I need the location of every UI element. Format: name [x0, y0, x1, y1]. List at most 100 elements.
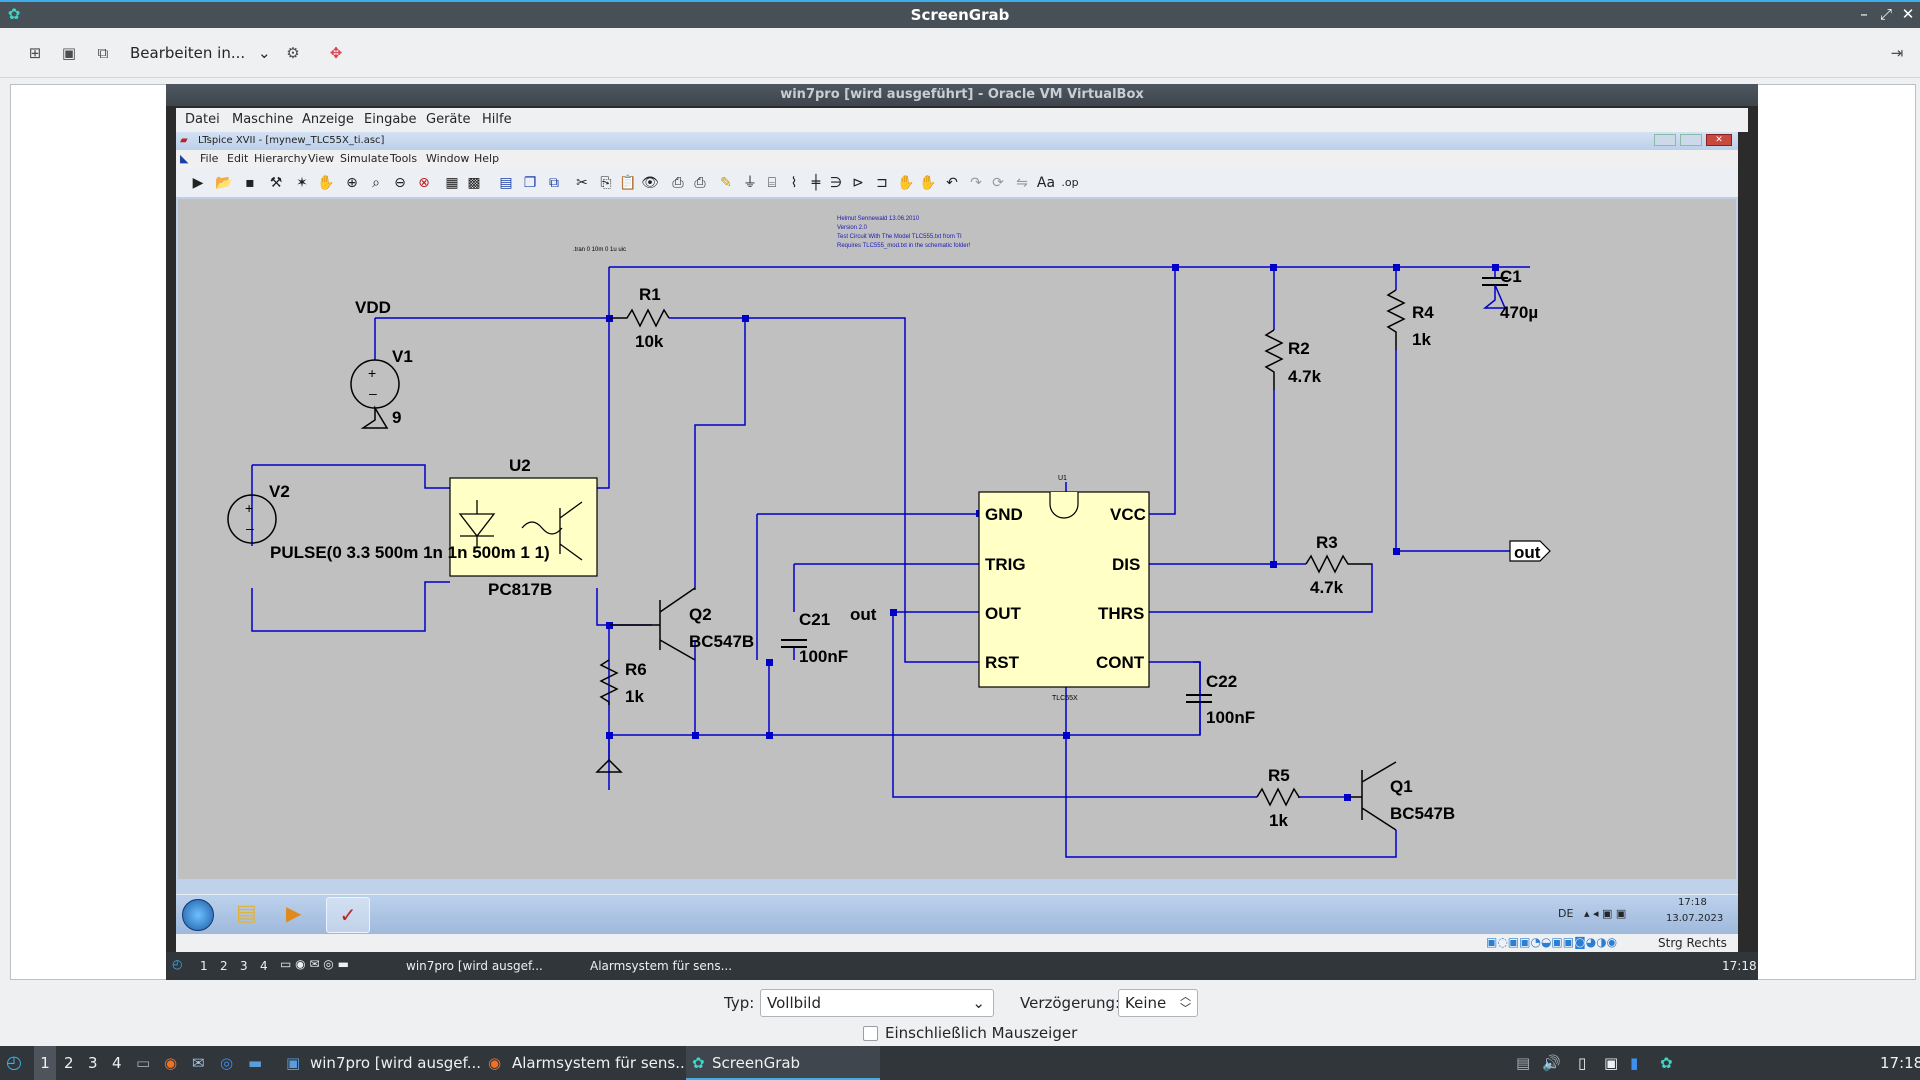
zoom-out-icon[interactable]: ⊖	[394, 175, 406, 191]
exit-icon[interactable]: ⇥	[1890, 44, 1904, 62]
copy-icon[interactable]: ⧉	[97, 44, 109, 62]
media-player-icon[interactable]: ▶	[286, 901, 302, 925]
maximize-icon[interactable]: ⤢	[1879, 5, 1892, 23]
schematic-canvas[interactable]: +– +– GND TRIG OUT RST VCC DIS THRS CONT…	[178, 199, 1736, 879]
menu-help[interactable]: Help	[474, 152, 500, 165]
menu-eingabe[interactable]: Eingabe	[364, 112, 417, 127]
paste-icon[interactable]: 📋	[619, 175, 637, 191]
close-icon[interactable]: ✕	[1901, 5, 1915, 23]
mirror-icon[interactable]: ⇋	[1016, 175, 1028, 191]
workspace-4[interactable]: 4	[112, 1054, 122, 1072]
copy-icon[interactable]: ⎘	[600, 175, 612, 191]
ltspice-maximize-button[interactable]	[1680, 134, 1702, 146]
cut-icon[interactable]: ✂	[576, 175, 588, 191]
ltspice-doc-icon: ◣	[180, 152, 189, 165]
save-icon[interactable]: ▣	[61, 44, 77, 62]
network-tray-icon[interactable]: ▮	[1630, 1054, 1639, 1072]
drag-icon[interactable]: ✋	[919, 175, 937, 191]
spice-directive-icon[interactable]: .op	[1061, 176, 1079, 189]
redo-icon[interactable]: ↷	[970, 175, 982, 191]
spin-down-icon[interactable]: ﹀	[1180, 1002, 1191, 1015]
minimize-icon[interactable]: –	[1860, 5, 1868, 23]
app-menu-icon[interactable]: ◴	[6, 1052, 22, 1073]
cascade-icon[interactable]: ❐	[523, 175, 537, 191]
ltspice-close-button[interactable]: ✕	[1706, 134, 1732, 146]
autorange-icon[interactable]: ▦	[445, 175, 459, 191]
help-lifebuoy-icon[interactable]: ✥	[329, 44, 343, 62]
menu-datei[interactable]: Datei	[185, 112, 220, 127]
workspace-3[interactable]: 3	[88, 1054, 98, 1072]
zoom-fit-icon[interactable]: ⊗	[418, 175, 430, 191]
print-preview-icon[interactable]: ⎙	[672, 175, 684, 191]
ltspice-task-icon[interactable]: ✓	[326, 897, 370, 933]
menu-hierarchy[interactable]: Hierarchy	[254, 152, 308, 165]
label-net-icon[interactable]: ⌸	[767, 175, 777, 191]
menu-file[interactable]: File	[200, 152, 219, 165]
terminal-icon[interactable]: ▬	[248, 1054, 263, 1072]
spin-up-icon[interactable]: ︿	[1180, 990, 1191, 1003]
control-panel-icon[interactable]: ⚒	[269, 175, 283, 191]
find-icon[interactable]: 👁	[641, 175, 659, 191]
menu-simulate[interactable]: Simulate	[340, 152, 389, 165]
open-icon[interactable]: 📂	[215, 175, 233, 191]
clipboard-tray-icon[interactable]: ▤	[1516, 1054, 1531, 1072]
move-icon[interactable]: ✋	[897, 175, 915, 191]
settings-gear-icon[interactable]: ⚙	[286, 44, 300, 62]
menu-window[interactable]: Window	[426, 152, 470, 165]
run-icon[interactable]: ▶	[192, 175, 204, 191]
run-sim-icon[interactable]: ✶	[296, 175, 308, 191]
zoom-in-icon[interactable]: ⊕	[346, 175, 358, 191]
menu-anzeige[interactable]: Anzeige	[302, 112, 354, 127]
capacitor-icon[interactable]: ╪	[811, 175, 821, 191]
volume-icon[interactable]: 🔊	[1542, 1054, 1561, 1072]
tray-icons[interactable]: ▴ ◂ ▣ ▣	[1584, 907, 1627, 920]
file-manager-icon[interactable]: ▭	[136, 1054, 151, 1072]
grid-icon[interactable]: ▩	[467, 175, 481, 191]
workspace-1[interactable]: 1	[34, 1046, 56, 1080]
q1-name: Q1	[1390, 777, 1413, 796]
text-icon[interactable]: Aa	[1036, 175, 1056, 191]
zoom-area-icon[interactable]: ⌕	[372, 175, 380, 191]
menu-tools[interactable]: Tools	[390, 152, 418, 165]
menu-view[interactable]: View	[308, 152, 335, 165]
include-cursor-checkbox[interactable]	[863, 1026, 878, 1041]
browser-icon[interactable]: ◎	[220, 1054, 234, 1072]
screengrab-tray-icon[interactable]: ✿	[1660, 1054, 1673, 1072]
print-icon[interactable]: ⎙	[694, 175, 706, 191]
tile-icon[interactable]: ▤	[499, 175, 513, 191]
vbox-status-icons[interactable]: ▣◌▣▣◔◒▣▣◙◕◑◉	[1486, 935, 1618, 949]
edit-in-dropdown[interactable]: Bearbeiten in... ⌄	[130, 40, 271, 66]
diode-icon[interactable]: ⊳	[852, 175, 864, 191]
workspace-2[interactable]: 2	[64, 1054, 74, 1072]
rotate-icon[interactable]: ⟳	[992, 175, 1004, 191]
mail-icon[interactable]: ✉	[192, 1054, 205, 1072]
pan-icon[interactable]: ✋	[317, 175, 335, 191]
explorer-icon[interactable]: ▤	[236, 901, 257, 926]
type-select[interactable]: Vollbild ⌄	[760, 989, 994, 1017]
language-indicator[interactable]: DE	[1558, 907, 1574, 920]
new-screenshot-icon[interactable]: ⊞	[28, 44, 42, 62]
task-virtualbox[interactable]: win7pro [wird ausgef...	[310, 1054, 482, 1072]
resistor-icon[interactable]: ⌇	[790, 175, 798, 191]
task-screengrab[interactable]: ✿ ScreenGrab	[686, 1046, 880, 1080]
draw-wire-icon[interactable]: ✎	[720, 175, 732, 191]
delay-spinbox[interactable]: Keine ︿ ﹀	[1118, 989, 1198, 1017]
notes-tray-icon[interactable]: ▯	[1578, 1054, 1587, 1072]
ground-icon[interactable]: ⏚	[743, 175, 757, 191]
component-icon[interactable]: ⊐	[876, 175, 888, 191]
undo-icon[interactable]: ↶	[946, 175, 958, 191]
captured-ws-2: 2	[220, 959, 228, 973]
windows-icon[interactable]: ⧉	[549, 175, 559, 191]
pin-vcc: VCC	[1110, 505, 1146, 524]
start-orb-icon[interactable]	[182, 899, 214, 931]
menu-edit[interactable]: Edit	[227, 152, 249, 165]
save-icon[interactable]: ▪	[245, 175, 255, 191]
firefox-icon[interactable]: ◉	[164, 1054, 178, 1072]
task-firefox[interactable]: Alarmsystem für sens...	[512, 1054, 690, 1072]
ltspice-minimize-button[interactable]	[1654, 134, 1676, 146]
menu-hilfe[interactable]: Hilfe	[482, 112, 512, 127]
menu-maschine[interactable]: Maschine	[232, 112, 294, 127]
menu-geraete[interactable]: Geräte	[426, 112, 471, 127]
inductor-icon[interactable]: ∋	[829, 175, 843, 191]
vbox-tray-icon[interactable]: ▣	[1604, 1054, 1619, 1072]
